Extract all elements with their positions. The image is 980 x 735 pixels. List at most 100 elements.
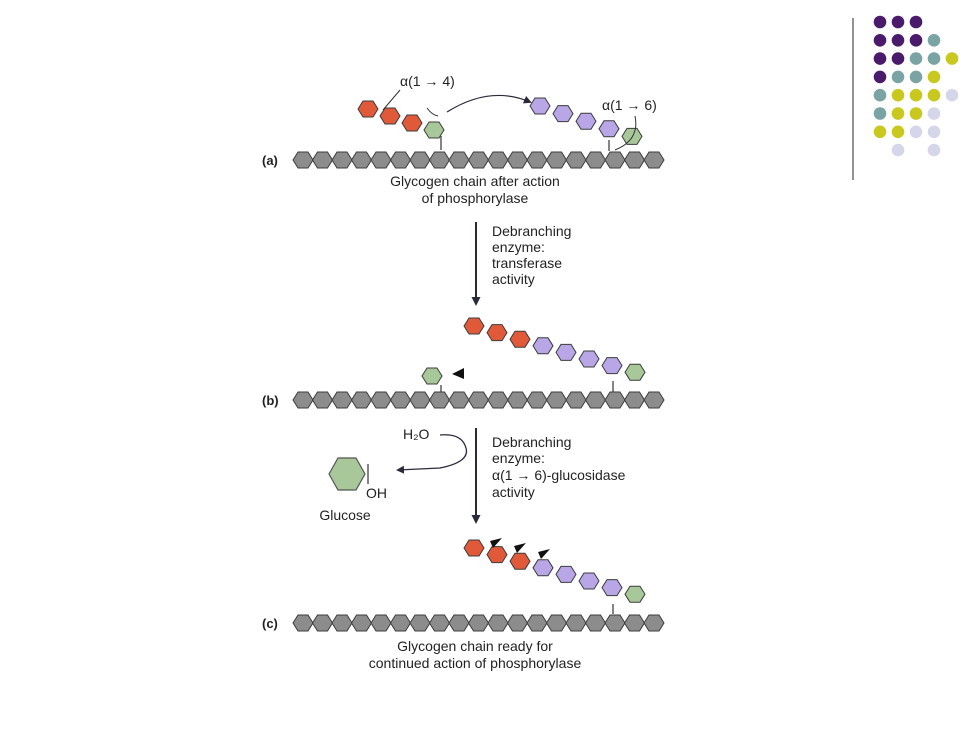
single-glucose-branch-b [421,367,443,385]
backbone-glucose [409,614,431,632]
step2-line1: Debranching [492,434,571,450]
decorative-dot [927,88,941,102]
branch-glucose [532,559,554,577]
branch-glucose [401,114,423,132]
backbone-glucose [428,151,451,169]
backbone-glucose [292,151,314,169]
backbone-glucose [292,391,314,409]
caption-a-line1: Glycogen chain after action [390,173,560,189]
cleavage-marker-b [452,368,464,379]
backbone-glucose [370,391,392,409]
branch-glucose [555,565,577,583]
branch-glucose [509,552,531,570]
branch-glucose [598,120,620,138]
decorative-dot [873,70,887,84]
backbone-glucose [487,391,509,409]
decorative-dot [927,143,941,157]
hydrolysis-arrow [396,434,468,474]
backbone-glucose [487,614,509,632]
backbone-glucose [448,391,470,409]
backbone-glucose [428,614,451,632]
backbone-glucose [506,151,529,169]
hydroxyl-label: OH [366,485,387,501]
backbone-glucose [526,151,548,169]
decorative-dot [927,107,941,120]
backbone-glucose [506,391,529,409]
backbone-glucose [311,614,334,632]
backbone-glucose [331,151,353,169]
backbone-glucose [350,614,373,632]
branch-glucose [578,572,600,590]
backbone-glucose [311,391,334,409]
transfer-arrow [446,94,532,113]
backbone-glucose [565,391,587,409]
backbone-glucose [643,151,665,169]
panel-label-c: (c) [262,616,278,631]
branch-glucose [578,350,600,368]
branch-glucose [423,121,445,139]
backbone-glucose [448,614,470,632]
decorative-dot [909,70,923,84]
backbone-glucose [311,151,334,169]
branch-glucose [509,330,531,348]
decorative-dot [909,125,923,139]
decorative-dot [873,125,887,139]
backbone-glucose [565,151,587,169]
backbone-glucose [604,391,626,409]
bond-pointer-alpha14 [382,89,401,111]
decorative-dot [891,52,905,65]
decorative-dot [909,34,923,47]
branch-link-a-left [426,107,439,117]
branch-glucose [601,357,623,375]
branch-glucose [575,112,597,130]
bond-pointer-alpha16 [614,115,637,151]
decorative-dot [909,107,923,120]
decorative-dot [891,107,905,120]
step1-line2: enzyme: [492,239,545,255]
backbone-glucose [389,391,412,409]
decorative-dot [891,70,905,84]
branch-glucose [624,585,646,603]
decorative-dot [873,15,887,29]
branch-glucose [421,367,443,385]
step1-line1: Debranching [492,223,571,239]
caption-a-line2: of phosphorylase [422,190,529,206]
backbone-glucose [331,614,353,632]
caption-c-line2: continued action of phosphorylase [369,655,582,671]
branch-glucose [463,317,485,335]
cleavage-marker-c2 [514,543,526,553]
branch-chain-a-left [357,100,445,139]
backbone-chain-b [292,391,665,409]
backbone-glucose [409,391,431,409]
decorative-dot [891,88,905,102]
caption-c-line1: Glycogen chain ready for [397,638,553,654]
branch-glucose [486,546,508,564]
backbone-glucose [428,391,451,409]
backbone-chain-a [292,151,665,169]
step2-line3: α(1 → 6)-glucosidase [492,467,626,483]
backbone-glucose [604,614,626,632]
decorative-dot [873,88,887,102]
panel-label-b: (b) [262,393,279,408]
branch-glucose [624,363,646,381]
backbone-glucose [487,151,509,169]
decorative-dot [945,88,959,102]
backbone-glucose [506,614,529,632]
backbone-glucose [545,614,568,632]
bond-label-alpha14: α(1 → 4) [400,73,455,89]
backbone-glucose [584,391,607,409]
branch-chain-b [463,317,646,381]
decorative-dot [891,34,905,47]
decorative-dot-grid [873,15,959,157]
backbone-glucose [370,614,392,632]
step2-line4: activity [492,484,535,500]
backbone-glucose [584,614,607,632]
backbone-glucose [389,614,412,632]
decorative-dot [909,52,923,65]
decorative-dot [927,70,941,84]
branch-glucose [601,579,623,597]
backbone-glucose [565,614,587,632]
backbone-glucose [604,151,626,169]
branch-glucose [529,97,551,115]
